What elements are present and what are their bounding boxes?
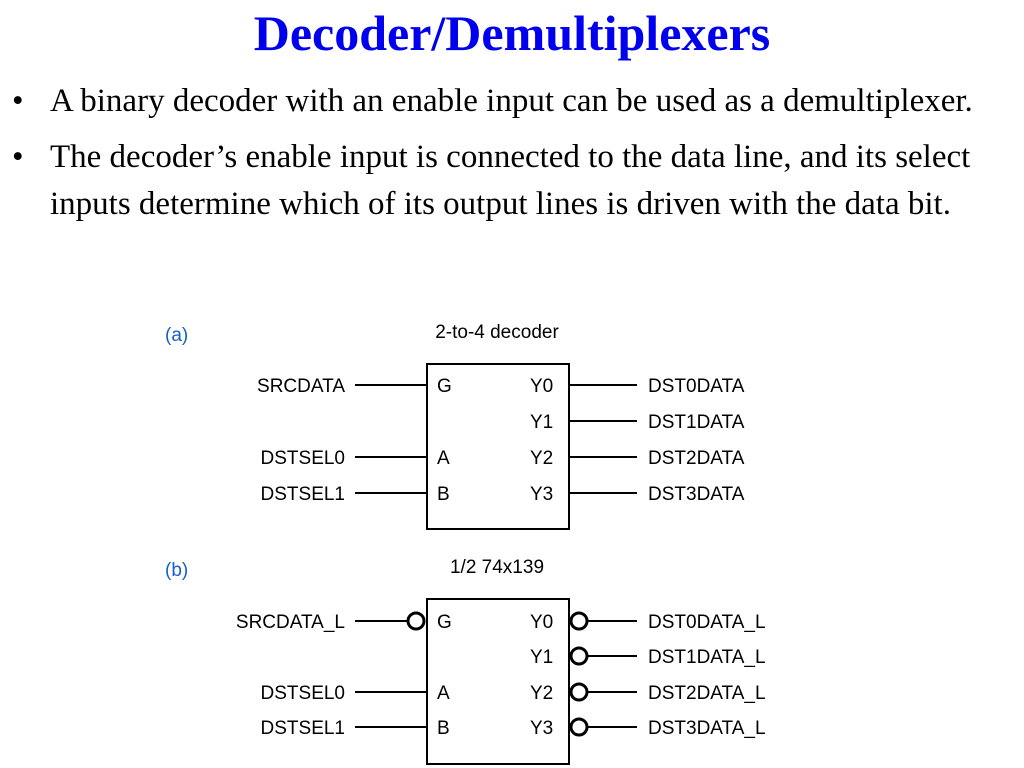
diagram-a-decoder-box [426, 363, 570, 530]
output-signal-label: DST3DATA_L [648, 718, 766, 739]
inversion-bubble-icon [569, 611, 589, 631]
input-signal-label: DSTSEL1 [261, 718, 345, 739]
bullet-dot-icon: • [12, 139, 24, 175]
diagram-b-decoder-box [426, 598, 570, 765]
bullet-item: • The decoder’s enable input is connecte… [12, 134, 1018, 228]
diagram-a-tag: (a) [165, 325, 188, 346]
bullet-text: A binary decoder with an enable input ca… [50, 83, 973, 119]
bullet-list: • A binary decoder with an enable input … [12, 78, 1018, 237]
input-pin-label: A [437, 448, 450, 469]
output-pin-label: Y1 [530, 412, 553, 433]
output-signal-label: DST0DATA_L [648, 612, 766, 633]
output-pin-label: Y2 [530, 683, 553, 704]
diagram-b-tag: (b) [165, 560, 188, 581]
input-signal-label: DSTSEL0 [261, 683, 345, 704]
diagram-a-caption: 2-to-4 decoder [435, 322, 559, 343]
input-signal-label: SRCDATA [257, 376, 345, 397]
output-pin-label: Y1 [530, 647, 553, 668]
output-signal-label: DST3DATA [648, 484, 745, 505]
inversion-bubble-icon [569, 682, 589, 702]
slide-title: Decoder/Demultiplexers [253, 5, 771, 61]
input-signal-label: SRCDATA_L [236, 612, 345, 633]
output-signal-label: DST0DATA [648, 376, 745, 397]
input-pin-label: B [437, 718, 450, 739]
input-pin-label: G [437, 376, 452, 397]
output-pin-label: Y0 [530, 612, 553, 633]
inversion-bubble-icon [406, 611, 426, 631]
output-signal-label: DST1DATA_L [648, 647, 766, 668]
demux-diagram: (a) 2-to-4 decoder SRCDATA DSTSEL0 DSTSE… [165, 322, 766, 765]
inversion-bubble-icon [569, 646, 589, 666]
bullet-text: The decoder’s enable input is connected … [50, 139, 971, 222]
input-pin-label: G [437, 612, 452, 633]
output-signal-label: DST1DATA [648, 412, 745, 433]
output-pin-label: Y2 [530, 448, 553, 469]
input-pin-label: B [437, 484, 450, 505]
input-signal-label: DSTSEL0 [261, 448, 345, 469]
diagram-b: (b) 1/2 74x139 SRCDATA_L DSTSEL0 DSTSEL1… [165, 557, 766, 765]
output-pin-label: Y0 [530, 376, 553, 397]
output-pin-label: Y3 [530, 718, 553, 739]
output-pin-label: Y3 [530, 484, 553, 505]
input-signal-label: DSTSEL1 [261, 484, 345, 505]
output-signal-label: DST2DATA [648, 448, 745, 469]
output-signal-label: DST2DATA_L [648, 683, 766, 704]
diagram-b-caption: 1/2 74x139 [450, 557, 544, 578]
diagram-a: (a) 2-to-4 decoder SRCDATA DSTSEL0 DSTSE… [165, 322, 745, 530]
bullet-item: • A binary decoder with an enable input … [12, 78, 1018, 125]
inversion-bubble-icon [569, 717, 589, 737]
input-pin-label: A [437, 683, 450, 704]
bullet-dot-icon: • [12, 83, 24, 119]
